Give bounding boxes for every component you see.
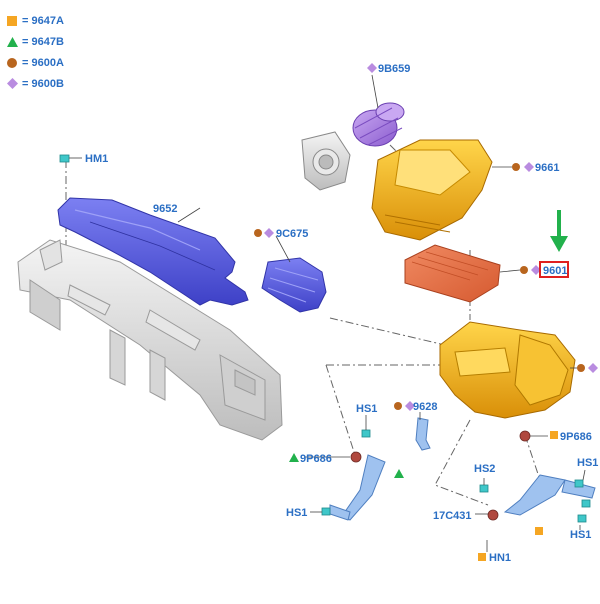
- legend-label: = 9647B: [22, 35, 64, 48]
- air-intake-duct-9652: [57, 197, 249, 306]
- legend-row-9647a: = 9647A: [6, 10, 64, 31]
- callout-9b659: 9B659: [378, 63, 410, 75]
- legend-row-9600b: = 9600B: [6, 73, 64, 94]
- callout-9p686-left: 9P686: [300, 453, 332, 465]
- callout-9661: 9661: [535, 162, 559, 174]
- callout-hs1-d: HS1: [570, 529, 591, 541]
- intake-tube-9C675: [261, 257, 327, 313]
- throttle-body: [301, 131, 351, 191]
- legend-label: = 9600B: [22, 77, 64, 90]
- square-icon: [6, 15, 18, 27]
- callout-9628: 9628: [413, 401, 437, 413]
- legend: = 9647A = 9647B = 9600A = 9600B: [6, 10, 64, 94]
- circle-icon: [6, 57, 18, 69]
- fastener-clips: [59, 154, 591, 523]
- legend-row-9600a: = 9600A: [6, 52, 64, 73]
- pipe-9628: [415, 417, 431, 451]
- triangle-icon: [6, 36, 18, 48]
- callout-9601: 9601: [543, 265, 567, 277]
- legend-label: = 9647A: [22, 14, 64, 27]
- callout-labels: HM1 9652 9B659 9661 9C675 9601 9628 9P68…: [85, 63, 598, 564]
- callout-hm1: HM1: [85, 153, 108, 165]
- callout-9p686-right: 9P686: [560, 431, 592, 443]
- callout-markers: [254, 63, 598, 561]
- callout-hs1-b: HS1: [286, 507, 307, 519]
- legend-label: = 9600A: [22, 56, 64, 69]
- diamond-icon: [6, 78, 18, 90]
- callout-17c431: 17C431: [433, 510, 472, 522]
- callout-9c675: 9C675: [276, 228, 308, 240]
- callout-9652: 9652: [153, 203, 177, 215]
- down-arrow-icon: [550, 210, 568, 252]
- bracket-left: [329, 454, 386, 521]
- legend-row-9647b: = 9647B: [6, 31, 64, 52]
- callout-hs2: HS2: [474, 463, 495, 475]
- callout-leaders: [69, 74, 586, 552]
- callout-hs1-c: HS1: [577, 457, 598, 469]
- air-filter-element-9601: [404, 244, 501, 303]
- resonator-9B659: [352, 102, 405, 147]
- bracket-right: [503, 474, 596, 516]
- callout-hn1: HN1: [489, 552, 511, 564]
- air-cleaner-lower-housing: [439, 321, 576, 419]
- radiator-support-frame: [17, 239, 283, 441]
- callout-hs1-a: HS1: [356, 403, 377, 415]
- air-cleaner-cover-9661: [371, 139, 493, 241]
- highlight-box-9601: [539, 261, 569, 278]
